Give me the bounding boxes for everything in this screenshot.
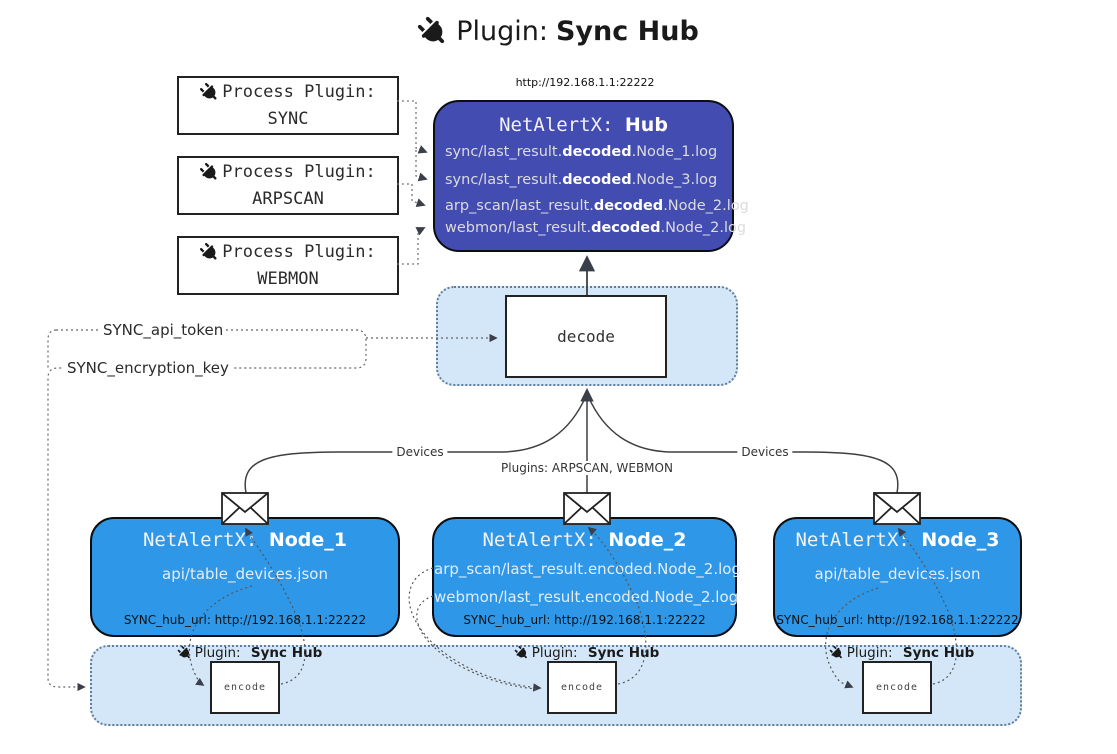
encode-box: encode — [862, 661, 932, 714]
process-plugin-sync: Process Plugin: SYNC — [177, 76, 399, 135]
plug-icon — [175, 643, 195, 663]
node-file: api/table_devices.json — [814, 565, 981, 583]
process-plugin-label: Process Plugin: — [222, 162, 376, 183]
node-title: NetAlertX: Node_1 — [142, 529, 347, 551]
title-prefix: Plugin: — [456, 16, 548, 47]
node-1-box: NetAlertX: Node_1 api/table_devices.json… — [90, 517, 400, 637]
node-to-decode-wires — [244, 387, 899, 494]
encoder-label: Plugin: Sync Hub — [512, 643, 659, 663]
process-plugin-name: SYNC — [267, 108, 309, 129]
process-plugin-webmon: Process Plugin: WEBMON — [177, 236, 399, 295]
node-2-box: NetAlertX: Node_2 arp_scan/last_result.e… — [432, 517, 741, 637]
encode-box: encode — [547, 661, 617, 714]
node-hub-url: SYNC_hub_url: http://192.168.1.1:22222 — [463, 613, 706, 627]
devices-right-label: Devices — [737, 445, 793, 459]
node-file: webmon/last_result.encoded.Node_2.log — [434, 588, 739, 606]
plug-icon — [412, 10, 454, 52]
hub-file: sync/last_result.decoded.Node_1.log — [445, 144, 718, 160]
hub-box: NetAlertX: Hub sync/last_result.decoded.… — [433, 100, 749, 252]
node-file: arp_scan/last_result.encoded.Node_2.log — [434, 560, 741, 578]
sync-encryption-key-label: SYNC_encryption_key — [64, 359, 232, 377]
process-plugin-label: Process Plugin: — [222, 82, 376, 103]
process-plugin-label: Process Plugin: — [222, 242, 376, 263]
plug-icon — [196, 79, 223, 106]
sync-api-token-label: SYNC_api_token — [100, 321, 227, 339]
plug-icon — [512, 643, 532, 663]
node-title: NetAlertX: Node_2 — [482, 529, 687, 551]
hub-title: NetAlertX: Hub — [499, 114, 668, 136]
plug-icon — [196, 159, 223, 186]
node-title: NetAlertX: Node_3 — [795, 529, 1000, 551]
process-to-hub-wires — [397, 100, 428, 265]
decode-box: decode — [505, 295, 667, 378]
plugins-mid-label: Plugins: ARPSCAN, WEBMON — [497, 461, 677, 475]
plug-icon — [827, 643, 847, 663]
devices-left-label: Devices — [392, 445, 448, 459]
title-name: Sync Hub — [555, 16, 699, 47]
encoder-label: Plugin: Sync Hub — [175, 643, 322, 663]
process-plugin-arpscan: Process Plugin: ARPSCAN — [177, 156, 399, 215]
hub-url: http://192.168.1.1:22222 — [515, 76, 655, 89]
process-plugin-name: ARPSCAN — [252, 188, 324, 209]
hub-file: arp_scan/last_result.decoded.Node_2.log — [445, 198, 749, 214]
node-hub-url: SYNC_hub_url: http://192.168.1.1:22222 — [776, 613, 1019, 627]
process-plugin-name: WEBMON — [257, 268, 319, 289]
node-file: api/table_devices.json — [162, 565, 328, 583]
page-title: Plugin: Sync Hub — [0, 16, 1117, 47]
plug-icon — [196, 239, 223, 266]
encode-box: encode — [210, 661, 280, 714]
hub-file: sync/last_result.decoded.Node_3.log — [445, 172, 718, 188]
hub-file: webmon/last_result.decoded.Node_2.log — [445, 220, 747, 236]
node-hub-url: SYNC_hub_url: http://192.168.1.1:22222 — [123, 613, 367, 627]
encoder-label: Plugin: Sync Hub — [827, 643, 974, 663]
node-3-box: NetAlertX: Node_3 api/table_devices.json… — [773, 517, 1022, 637]
